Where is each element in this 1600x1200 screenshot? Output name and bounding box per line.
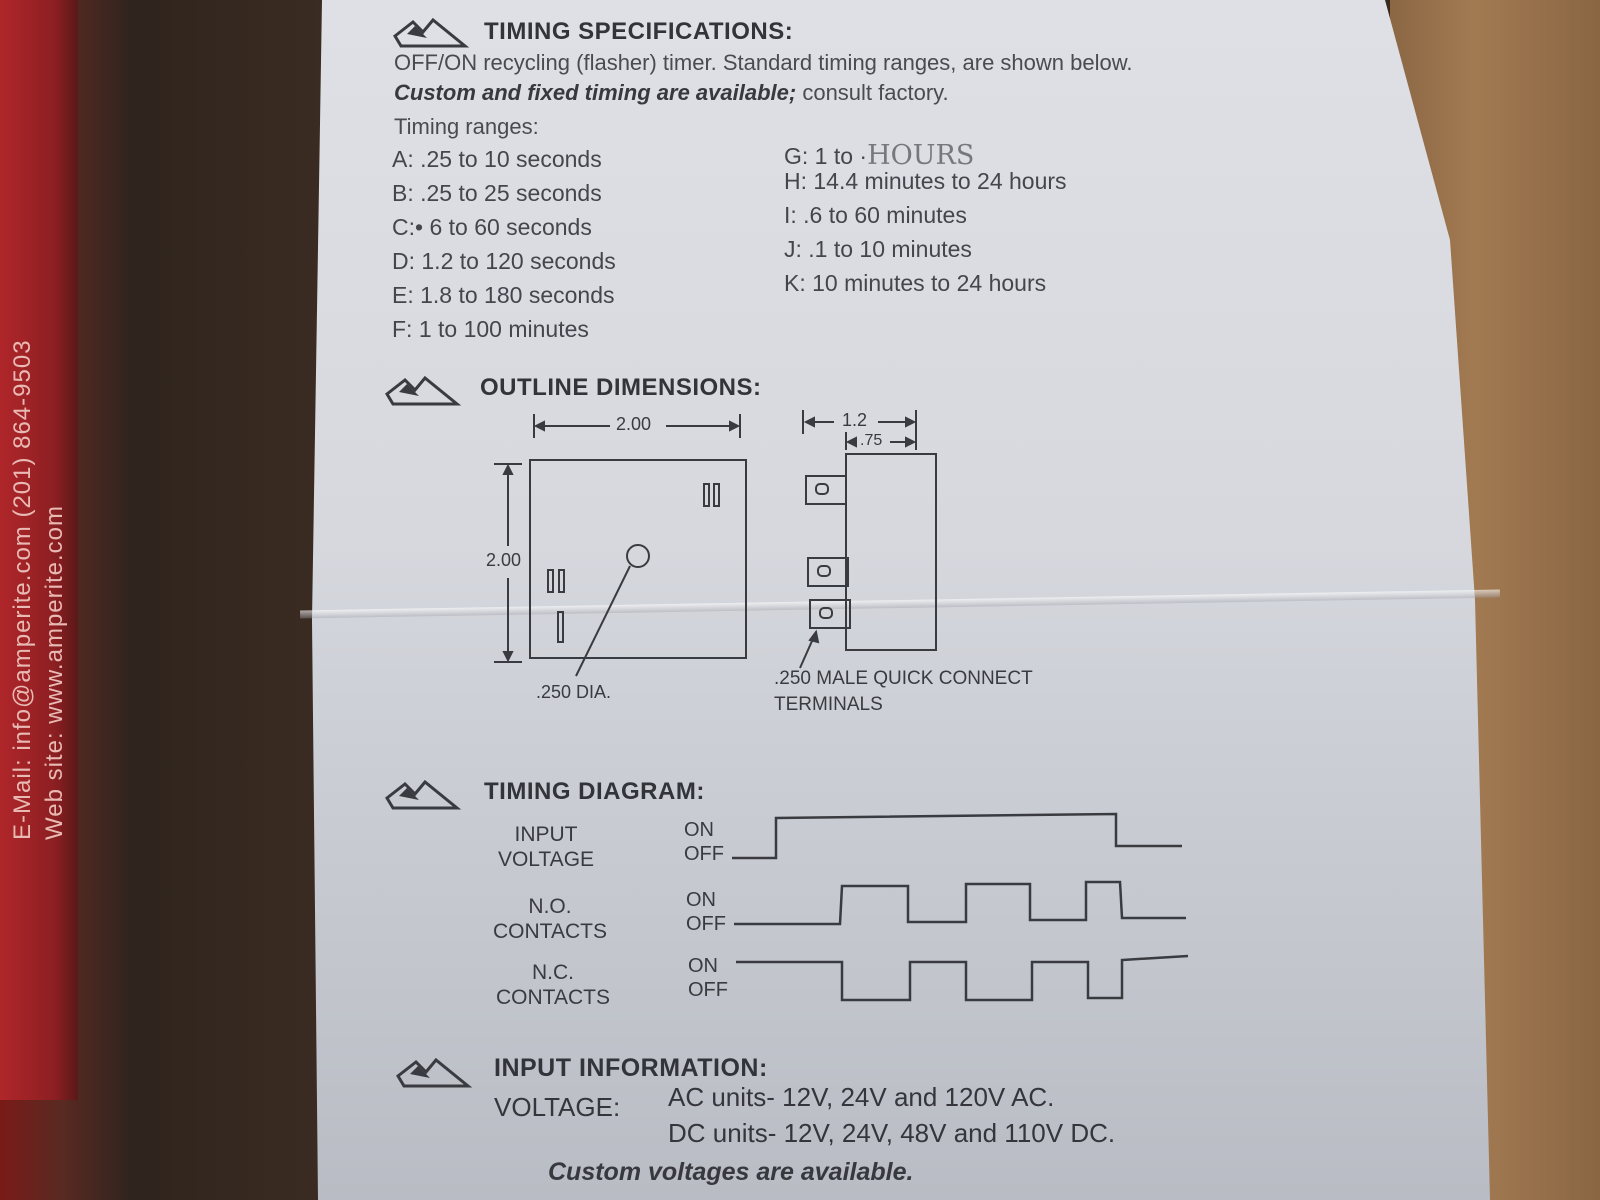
- range-g-prefix: G: 1 to ·: [784, 143, 868, 169]
- range-h: H: 14.4 minutes to 24 hours: [784, 168, 1067, 194]
- amperite-logo-icon: [393, 17, 470, 48]
- timing-specs-title: TIMING SPECIFICATIONS:: [484, 18, 794, 45]
- no-contacts-waveform: [734, 880, 1186, 926]
- range-c: C:• 6 to 60 seconds: [392, 214, 592, 240]
- dc-units-text: DC units- 12V, 24V, 48V and 110V DC.: [668, 1118, 1116, 1148]
- custom-timing-line: Custom and fixed timing are available; c…: [394, 80, 949, 106]
- nc-contacts-on-off: ON OFF: [688, 955, 728, 1001]
- nc-contacts-waveform: [736, 954, 1189, 1002]
- timing-ranges-label: Timing ranges:: [394, 114, 539, 139]
- range-j: J: .1 to 10 minutes: [784, 236, 972, 262]
- outline-dimensions-title: OUTLINE DIMENSIONS:: [480, 374, 762, 401]
- nc-contacts-label: N.C. CONTACTS: [496, 961, 610, 1009]
- timing-waveforms: [732, 812, 1189, 1002]
- amperite-logo-icon: [396, 1057, 473, 1088]
- range-e: E: 1.8 to 180 seconds: [392, 282, 615, 308]
- voltage-label: VOLTAGE:: [494, 1092, 621, 1122]
- hole-diameter-label: .250 DIA.: [536, 682, 612, 702]
- height-dimension-label: 2.00: [486, 550, 522, 570]
- no-contacts-label: N.O. CONTACTS: [493, 895, 607, 943]
- range-b: B: .25 to 25 seconds: [392, 180, 602, 206]
- amperite-logo-icon: [385, 375, 462, 406]
- timing-diagram-title: TIMING DIAGRAM:: [484, 778, 705, 805]
- side-dimension-outer-label: 1.2: [842, 410, 868, 430]
- ac-units-text: AC units- 12V, 24V and 120V AC.: [668, 1082, 1055, 1112]
- range-i: I: .6 to 60 minutes: [784, 202, 967, 228]
- width-dimension-label: 2.00: [616, 414, 652, 434]
- outline-drawing: [494, 410, 937, 677]
- red-booklet-edge: E-Mail: info@amperite.com (201) 864-9503…: [0, 0, 78, 1100]
- terminal-label-line1: .250 MALE QUICK CONNECT: [774, 668, 1033, 689]
- input-voltage-waveform: [732, 812, 1182, 860]
- terminal-label-line2: TERMINALS: [774, 694, 883, 715]
- input-info-title: INPUT INFORMATION:: [494, 1054, 768, 1082]
- custom-timing-bold: Custom and fixed timing are available;: [394, 80, 797, 105]
- range-f: F: 1 to 100 minutes: [392, 316, 589, 342]
- custom-timing-rest: consult factory.: [796, 80, 949, 105]
- range-d: D: 1.2 to 120 seconds: [392, 248, 616, 274]
- input-voltage-label: INPUT VOLTAGE: [497, 823, 595, 871]
- amperite-logo-icon: [385, 779, 462, 810]
- input-voltage-on-off: ON OFF: [684, 819, 724, 865]
- side-dimension-inner-label: .75: [860, 432, 883, 449]
- range-k: K: 10 minutes to 24 hours: [784, 270, 1047, 296]
- range-g: G: 1 to ·HOURS: [784, 140, 974, 171]
- no-contacts-on-off: ON OFF: [686, 889, 726, 935]
- range-a: A: .25 to 10 seconds: [392, 146, 602, 172]
- timing-description: OFF/ON recycling (flasher) timer. Standa…: [394, 50, 1133, 75]
- custom-voltages-text: Custom voltages are available.: [548, 1158, 914, 1186]
- range-g-handwritten: HOURS: [867, 140, 975, 171]
